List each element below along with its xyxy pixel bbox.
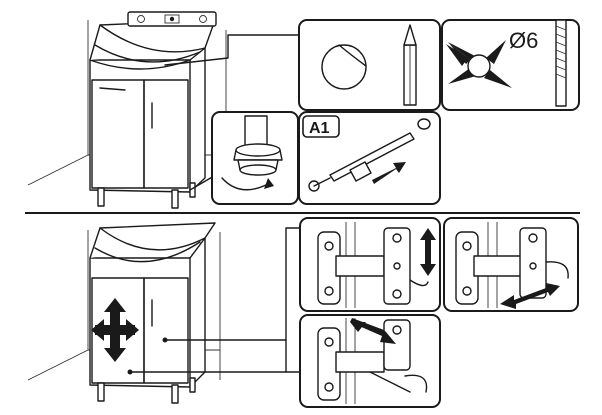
callout-lines-bottom [127, 227, 301, 375]
panel-hinge-horizontal [443, 217, 579, 312]
push-arrow-icon [372, 162, 406, 184]
screwdriver-icon [308, 118, 431, 192]
rotate-arrow-icon [221, 177, 274, 191]
panel-mark-pencil [298, 19, 441, 111]
cabinet-bottom [27, 222, 221, 404]
panel-drill: Ø6 [441, 19, 580, 111]
cabinet-top [27, 19, 227, 209]
drill-mark-circle [321, 44, 367, 90]
four-way-arrows-icon [91, 298, 139, 362]
up-down-arrow-icon [420, 228, 436, 276]
panel-hinge-vertical [299, 217, 441, 312]
drill-size-label: Ø6 [509, 28, 538, 53]
drill-cross-icon [446, 40, 512, 88]
callout-lines [164, 34, 301, 191]
left-right-arrow-icon [500, 283, 560, 309]
spirit-level-icon [127, 11, 217, 27]
drill-bit-icon [555, 19, 567, 107]
pencil-icon [403, 24, 417, 106]
panel-leg-adjust [211, 111, 299, 205]
diagonal-arrow-icon [350, 318, 396, 344]
step-label: A1 [309, 120, 330, 137]
panel-hinge-depth [299, 314, 441, 408]
panel-a1-screwdriver: A1 [298, 111, 441, 205]
